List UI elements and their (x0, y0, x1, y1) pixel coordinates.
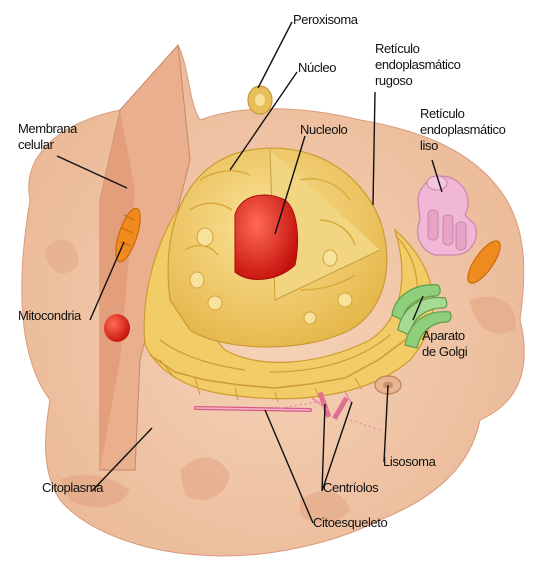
label-mitocondria: Mitocondria (18, 308, 82, 323)
label-reticulo-liso: Retículo endoplasmático liso (420, 106, 509, 153)
label-centriolos: Centríolos (323, 480, 379, 495)
label-citoesqueleto: Citoesqueleto (313, 515, 387, 530)
label-nucleolo: Nucleolo (300, 122, 348, 137)
label-lisosoma: Lisosoma (383, 454, 437, 469)
label-citoplasma: Citoplasma (42, 480, 104, 495)
label-nucleo: Núcleo (298, 60, 336, 75)
nucleolus (235, 195, 298, 279)
label-aparato-golgi: Aparato de Golgi (422, 328, 468, 359)
label-reticulo-rugoso: Retículo endoplasmático rugoso (375, 41, 464, 88)
vesicle (104, 314, 130, 342)
peroxisome (248, 86, 272, 114)
label-peroxisoma: Peroxisoma (293, 12, 359, 27)
